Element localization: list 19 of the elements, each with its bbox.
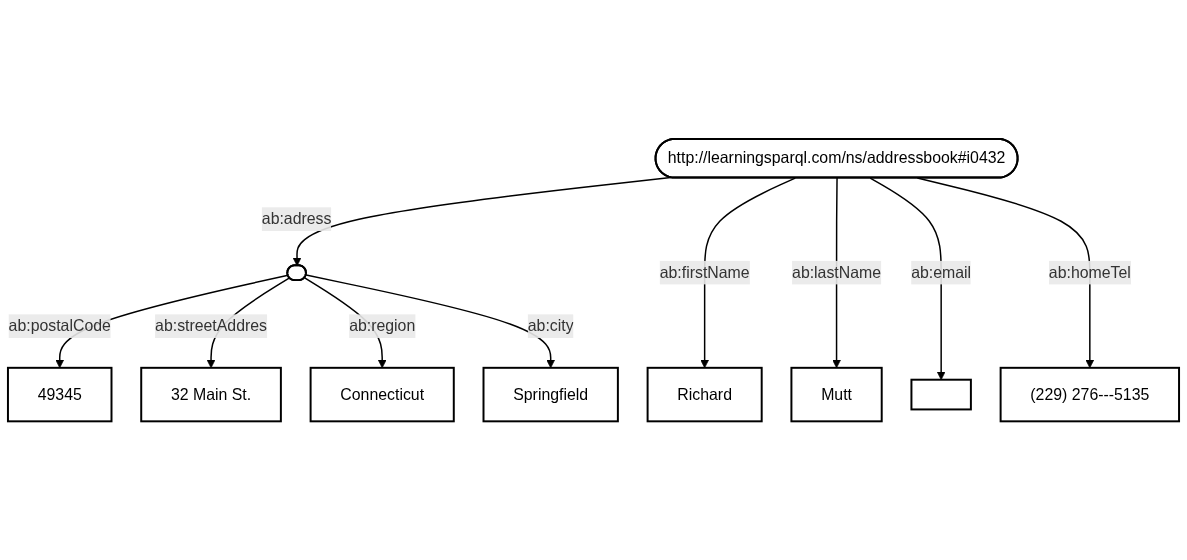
arrow	[700, 177, 796, 369]
edge-label: ab:firstName	[659, 263, 750, 281]
node-box: Connecticut	[309, 366, 455, 423]
edge-label: ab:city	[527, 317, 574, 334]
node-box: Springfield	[482, 366, 619, 423]
edge-label: ab:homeTel	[1048, 263, 1131, 281]
edge-label: ab:streetAddres	[155, 317, 268, 334]
edge-label: ab:region	[349, 317, 416, 334]
node-box: 32 Main St.	[140, 366, 282, 423]
node-box: (229) 276---5135	[999, 366, 1181, 423]
edge-label: ab:adress	[261, 210, 332, 227]
node-box	[910, 378, 972, 411]
arrow	[869, 177, 946, 380]
edge-label: ab:postalCode	[8, 317, 111, 334]
node-box: 49345	[6, 366, 113, 423]
edge-label: ab:email	[911, 263, 972, 281]
node-box: Mutt	[790, 366, 883, 423]
edge-label: ab:lastName	[792, 263, 882, 281]
node-box: Richard	[646, 366, 763, 423]
